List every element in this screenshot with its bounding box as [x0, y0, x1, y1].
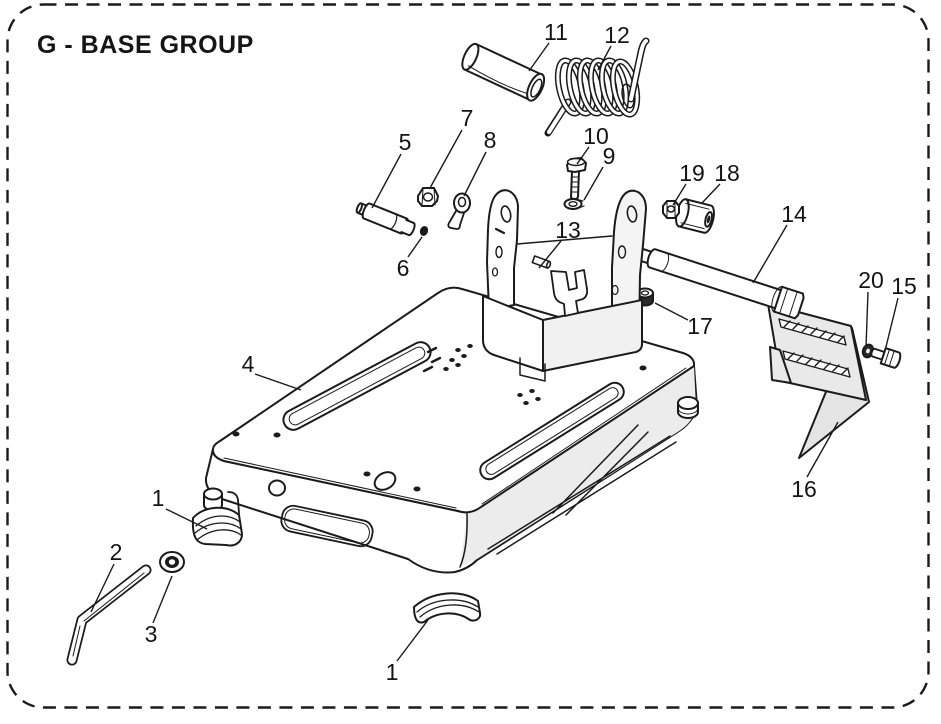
leader-line-hex-bolt [576, 146, 590, 165]
callout-number-roller-spacer: 18 [714, 160, 740, 186]
callout-number-support-shaft: 14 [781, 201, 807, 227]
leader-line-grommet [152, 575, 173, 624]
callout-number-torsion-spring: 12 [604, 22, 630, 48]
callout-number-grommet: 3 [145, 621, 158, 647]
grommet [159, 551, 185, 573]
callout-number-rubber-foot: 1 [152, 485, 165, 511]
socket-screw [870, 347, 902, 369]
callout-number-roller-tube: 11 [544, 19, 568, 45]
pivot-bracket [482, 189, 647, 382]
leader-line-torsion-spring [597, 45, 612, 71]
callout-number-retaining-clip: 8 [484, 127, 497, 153]
leader-line-open-washer [583, 166, 604, 201]
page-title: G - BASE GROUP [37, 31, 254, 59]
callout-number-socket-screw: 15 [891, 273, 917, 299]
callout-number-pivot-pin: 5 [399, 129, 412, 155]
roller-tube [461, 42, 546, 102]
rubber-foot-left [191, 506, 243, 547]
callout-number-detent-ball: 6 [397, 255, 410, 281]
open-washer [563, 198, 585, 210]
leader-line-hex-nut [429, 129, 463, 189]
support-shaft [637, 248, 805, 320]
callout-number-hex-nut-small: 19 [679, 160, 705, 186]
leader-line-pivot-bracket [538, 240, 562, 269]
roller-spacer [675, 198, 715, 234]
rubber-foot-front [413, 592, 482, 624]
leader-line-detent-ball [407, 236, 423, 258]
leader-line-rubber-foot [165, 508, 208, 530]
leader-line-pivot-pin [371, 153, 402, 209]
leader-line-rubber-foot [396, 619, 429, 662]
callout-number-washer: 20 [858, 267, 884, 293]
detent-ball [419, 226, 429, 236]
hex-nut-small [662, 200, 680, 219]
hex-bolt [566, 157, 587, 200]
callout-number-guard-bracket: 16 [791, 476, 817, 502]
leader-line-support-shaft [752, 224, 788, 284]
leader-line-washer [865, 291, 869, 348]
callout-number-base-plate: 4 [242, 351, 255, 377]
guard-bracket [767, 303, 870, 459]
hex-key [66, 564, 152, 666]
callout-number-flange-nut: 17 [687, 313, 713, 339]
leader-line-roller-spacer [701, 183, 721, 204]
leader-line-flange-nut [654, 302, 689, 321]
callout-number-hex-bolt: 10 [583, 123, 609, 149]
pivot-pin [355, 202, 416, 237]
leader-line-retaining-clip [463, 151, 487, 197]
callout-number-hex-key: 2 [110, 539, 123, 565]
callout-number-hex-nut: 7 [461, 105, 474, 131]
torsion-spring [544, 37, 650, 137]
callout-number-pivot-bracket: 13 [555, 217, 581, 243]
leader-line-guard-bracket [806, 421, 839, 478]
leader-line-hex-key [90, 563, 115, 613]
callout-number-open-washer: 9 [603, 143, 616, 169]
leader-line-base-plate [254, 373, 302, 391]
retaining-clip [447, 192, 471, 230]
hex-nut [417, 187, 439, 207]
callout-number-rubber-foot: 1 [386, 659, 399, 685]
leader-line-hex-nut-small [672, 183, 687, 206]
leader-line-socket-screw [884, 297, 899, 352]
leader-line-roller-tube [528, 42, 550, 72]
